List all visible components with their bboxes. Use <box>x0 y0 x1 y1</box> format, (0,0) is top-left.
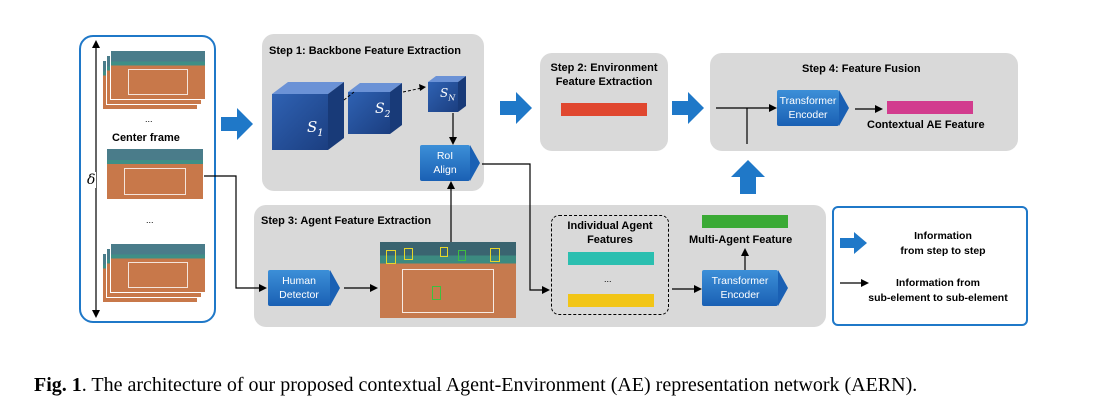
legend-item-2-line1: Information from <box>896 277 980 289</box>
roi-chevron <box>470 145 480 181</box>
caption-prefix: Fig. 1 <box>34 374 82 396</box>
legend-item-1-line1: Information <box>914 230 972 242</box>
step-arrow <box>672 92 704 124</box>
roi-align-block: RoI Align <box>420 145 470 181</box>
human-detector-label-1: Human <box>282 275 316 287</box>
legend-item-1-line2: from step to step <box>900 245 986 257</box>
detection-box <box>490 248 500 262</box>
step1-title: Step 1: Backbone Feature Extraction <box>269 45 461 57</box>
step-arrow <box>221 108 253 140</box>
roi-align-label-1: RoI <box>436 150 454 162</box>
frame-panel <box>79 35 216 323</box>
delta-symbol: δ <box>86 172 97 188</box>
step3-title: Step 3: Agent Feature Extraction <box>261 215 432 227</box>
cube-s1-s: S <box>307 118 318 136</box>
cube-s2 <box>348 83 402 134</box>
cube-s2-label: S2 <box>375 101 390 120</box>
video-frame <box>110 50 206 100</box>
detection-box <box>404 248 413 260</box>
features-to-transformer-arrow <box>672 285 702 293</box>
legend-item-1: Information from step to step <box>868 229 1018 259</box>
step2-title-line2: Feature Extraction <box>555 76 653 88</box>
individual-features-title-line1: Individual Agent <box>567 220 653 232</box>
fusion-transformer-label-1: Transformer <box>779 95 837 107</box>
roi-to-features-line <box>482 163 550 294</box>
cube-sn-label: SN <box>440 86 455 102</box>
step2-title-line1: Step 2: Environment <box>550 62 658 74</box>
legend-blue-arrow-icon <box>840 232 867 254</box>
cube-s1-label: S1 <box>307 118 324 139</box>
detection-box <box>386 250 396 264</box>
ellipsis-bottom: ... <box>146 215 154 225</box>
transformer-to-multiagent-arrow <box>741 248 749 270</box>
center-frame-label: Center frame <box>112 132 180 144</box>
cube-sn-s: S <box>440 86 449 100</box>
human-detector-label-2: Detector <box>279 289 319 301</box>
step-arrow <box>500 92 532 124</box>
environment-feature-bar <box>561 103 647 116</box>
center-frame-image <box>106 148 204 200</box>
contextual-ae-feature-label: Contextual AE Feature <box>867 119 985 131</box>
backbone-cubes <box>272 76 466 150</box>
individual-features-ellipsis: ... <box>604 274 612 284</box>
legend-box <box>832 206 1028 326</box>
step4-title: Step 4: Feature Fusion <box>802 63 921 75</box>
fusion-transformer-label-2: Encoder <box>788 109 828 121</box>
fusion-chevron <box>839 90 849 126</box>
agent-transformer-label-2: Encoder <box>720 289 760 301</box>
caption-text: . The architecture of our proposed conte… <box>81 374 918 396</box>
cube-sn <box>428 76 466 112</box>
roi-align-label-2: Align <box>433 164 457 176</box>
multi-agent-feature-label: Multi-Agent Feature <box>689 234 793 246</box>
figure-caption: Fig. 1. The architecture of our proposed… <box>34 374 1094 397</box>
fusion-output-arrow <box>855 105 883 113</box>
agent-transformer-label-1: Transformer <box>711 275 769 287</box>
legend-black-arrow-icon <box>840 279 869 287</box>
cube-s2-sub: 2 <box>384 109 391 120</box>
fusion-lines <box>716 104 777 144</box>
detection-box <box>432 286 441 300</box>
detector-to-image-arrow <box>344 284 378 292</box>
legend-item-2: Information from sub-element to sub-elem… <box>853 276 1023 306</box>
human-detector-block: Human Detector <box>268 270 330 306</box>
cube-s1 <box>272 82 344 150</box>
cube-s1-sub: 1 <box>317 128 324 139</box>
individual-features-box <box>551 215 669 315</box>
step-arrow-up <box>731 160 765 194</box>
detection-image <box>380 242 516 318</box>
multi-agent-feature-bar <box>702 215 788 228</box>
fusion-transformer-encoder: Transformer Encoder <box>777 90 839 126</box>
legend-item-2-line2: sub-element to sub-element <box>868 292 1008 304</box>
agent-transformer-encoder: Transformer Encoder <box>702 270 778 306</box>
cube-sn-sub: N <box>448 93 456 103</box>
contextual-ae-feature-bar <box>887 101 973 114</box>
detection-box <box>458 250 466 261</box>
step2-title: Step 2: Environment Feature Extraction <box>540 61 668 89</box>
agent-feature-bar-teal <box>568 252 654 265</box>
image-to-roi-arrow <box>447 181 455 242</box>
individual-features-title: Individual Agent Features <box>551 219 669 247</box>
center-to-detector-line <box>204 175 267 292</box>
detector-chevron <box>330 270 340 306</box>
agent-transformer-chevron <box>778 270 788 306</box>
detection-box <box>440 247 448 257</box>
sn-to-roi-arrow <box>449 113 457 145</box>
video-frame <box>110 243 206 293</box>
individual-features-title-line2: Features <box>587 234 633 246</box>
agent-feature-bar-yellow <box>568 294 654 307</box>
ellipsis-top: ... <box>145 114 153 124</box>
step2-panel <box>540 53 668 151</box>
cube-s2-s: S <box>375 101 385 117</box>
